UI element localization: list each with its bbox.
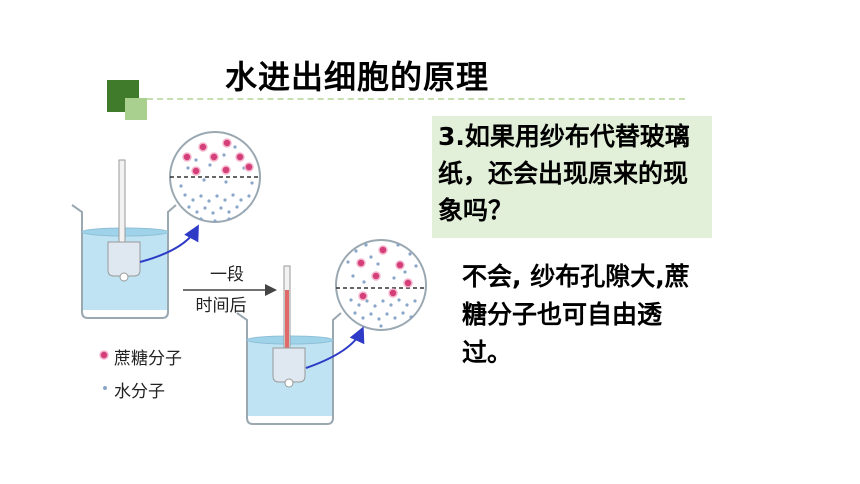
zoom-arrow-after	[305, 326, 365, 369]
beaker-before	[71, 159, 177, 319]
magnified-view-after	[335, 239, 427, 331]
legend-water-marker	[103, 386, 107, 390]
question-box	[432, 116, 712, 238]
slide-title: 水进出细胞的原理	[225, 58, 490, 96]
legend-water-label: 水分子	[114, 382, 165, 402]
zoom-arrow-before	[139, 224, 199, 263]
time-label-line2: 时间后	[195, 296, 247, 316]
magnified-view-before	[169, 131, 261, 223]
question-text: 3.如果用纱布代替玻璃纸，还会出现原来的现象吗？	[438, 122, 690, 225]
legend-sucrose-marker	[99, 350, 109, 360]
title-deco-light-square	[125, 98, 147, 120]
time-label-line1: 一段	[210, 265, 244, 285]
answer-text: 不会, 纱布孔隙大,蔗糖分子也可自由透过。	[462, 262, 690, 367]
title-dashed-divider	[147, 98, 685, 100]
legend-sucrose-label: 蔗糖分子	[114, 349, 182, 369]
beaker-after	[236, 265, 342, 425]
